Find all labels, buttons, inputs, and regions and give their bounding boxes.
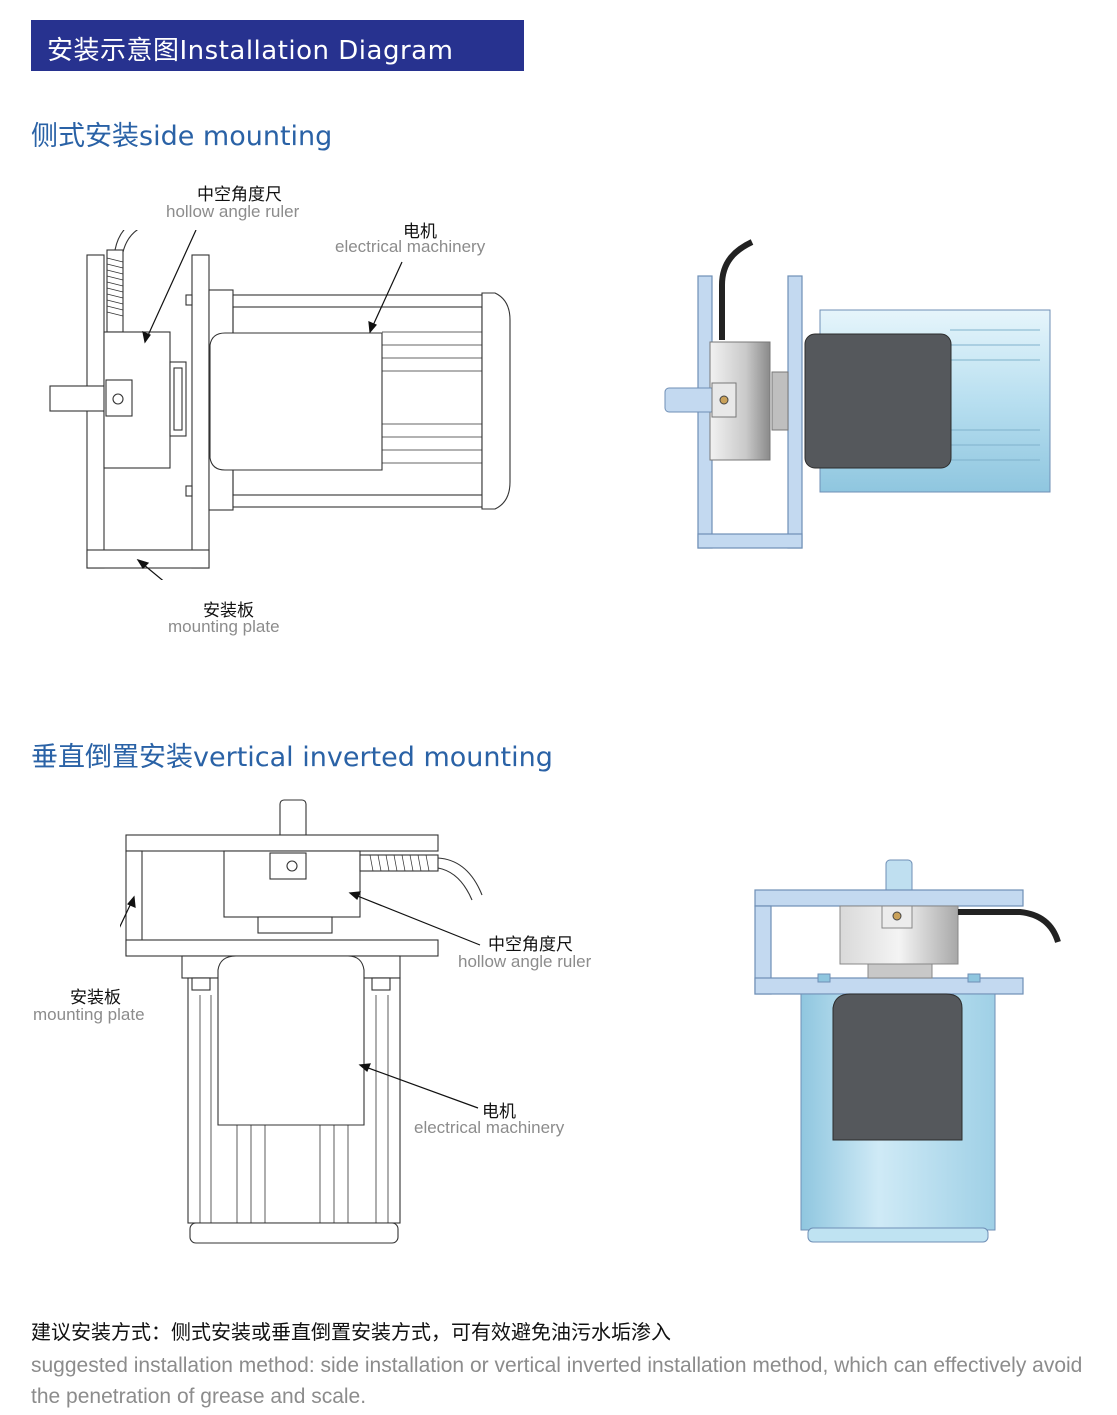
vertical-plate-label-en: mounting plate bbox=[33, 1005, 145, 1024]
side-render bbox=[664, 239, 1051, 549]
installation-note-cn: 建议安装方式：侧式安装或垂直倒置安装方式，可有效避免油污水垢渗入 bbox=[31, 1320, 671, 1344]
side-mounting-title: 侧式安装side mounting bbox=[31, 121, 333, 152]
vertical-line-drawing bbox=[120, 799, 483, 1244]
side-plate-label-cn: 安装板 bbox=[203, 601, 254, 621]
side-motor-label-cn: 电机 bbox=[403, 222, 437, 242]
vertical-motor-label-en: electrical machinery bbox=[414, 1118, 565, 1137]
vertical-render bbox=[754, 859, 1061, 1243]
vertical-mounting-title: 垂直倒置安装vertical inverted mounting bbox=[31, 742, 553, 773]
side-plate-label-en: mounting plate bbox=[168, 617, 280, 636]
vertical-motor-label-cn: 电机 bbox=[482, 1102, 516, 1122]
side-ruler-label-cn: 中空角度尺 bbox=[197, 185, 282, 205]
header-banner: 安装示意图Installation Diagram bbox=[31, 20, 524, 71]
side-line-drawing bbox=[49, 230, 511, 580]
side-motor-label-en: electrical machinery bbox=[335, 237, 486, 256]
vertical-ruler-label-en: hollow angle ruler bbox=[458, 952, 592, 971]
side-ruler-label-en: hollow angle ruler bbox=[166, 202, 300, 221]
header-title: 安装示意图Installation Diagram bbox=[47, 36, 454, 66]
vertical-ruler-label-cn: 中空角度尺 bbox=[488, 935, 573, 955]
installation-note-en: suggested installation method: side inst… bbox=[31, 1354, 1083, 1408]
vertical-plate-label-cn: 安装板 bbox=[70, 988, 121, 1008]
